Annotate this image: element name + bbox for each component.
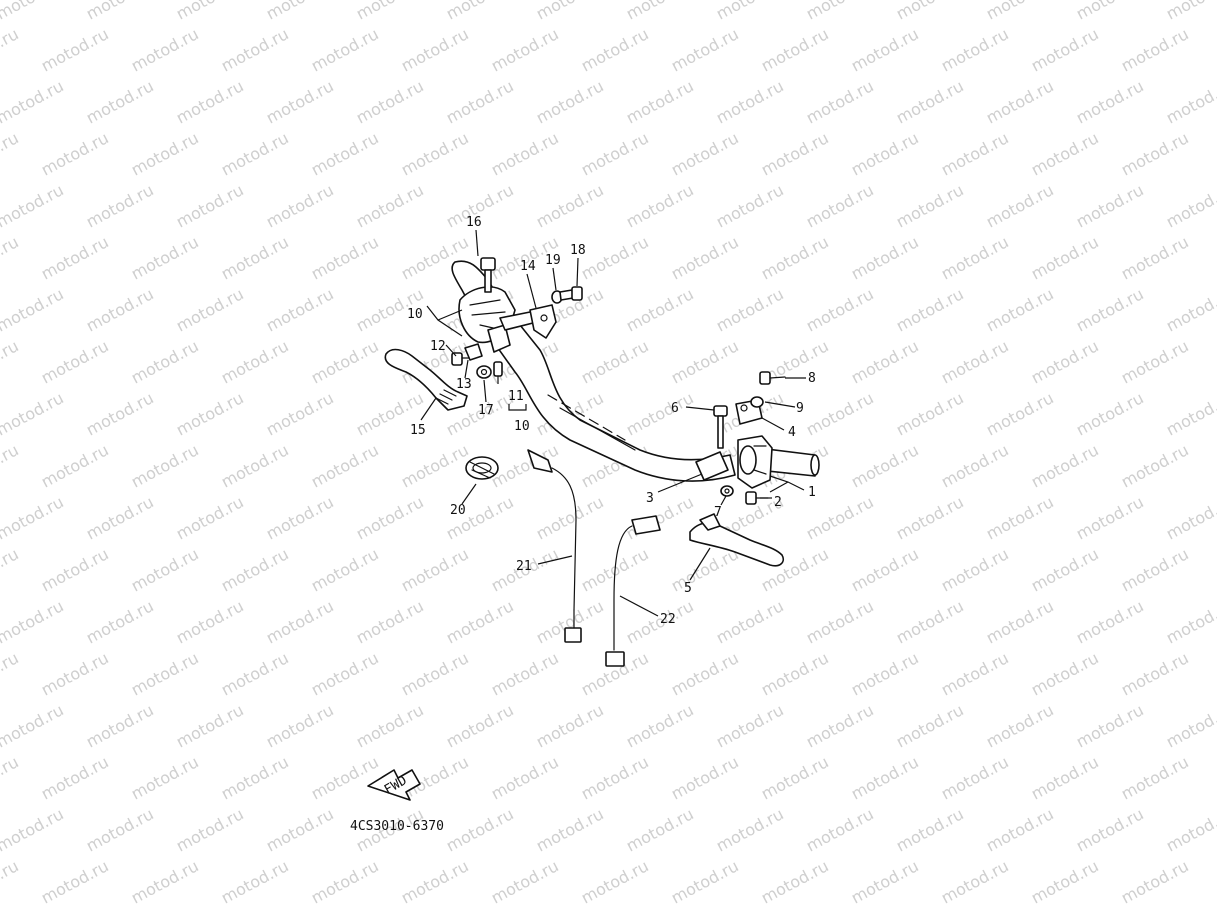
part-9-washer — [750, 396, 764, 408]
callout-14: 14 — [520, 259, 536, 274]
callout-8: 8 — [808, 371, 816, 386]
leader-lines — [420, 229, 806, 617]
fwd-arrow: FWD — [367, 769, 421, 801]
part-16-bolt — [480, 257, 496, 293]
callouts: 16 14 19 18 10 12 13 17 11 10 15 20 21 2… — [407, 215, 816, 627]
callout-7: 7 — [714, 505, 722, 520]
part-18-bolt — [559, 286, 583, 301]
callout-21: 21 — [516, 559, 532, 574]
callout-10-lower: 10 — [514, 419, 530, 434]
part-7-nut — [720, 485, 734, 497]
callout-22: 22 — [660, 612, 676, 627]
part-6-bolt — [713, 405, 728, 449]
part-12-screw — [451, 352, 471, 366]
part-22-switch-cable — [605, 515, 661, 667]
part-5-right-lever — [689, 513, 785, 567]
part-15-left-lever — [384, 348, 468, 411]
part-17-nut — [476, 365, 492, 379]
callout-17: 17 — [478, 403, 494, 418]
part-13-piece — [464, 343, 483, 361]
callout-6: 6 — [671, 401, 679, 416]
part-1-master-cylinder — [737, 435, 773, 489]
callout-1: 1 — [808, 485, 816, 500]
callout-13: 13 — [456, 377, 472, 392]
callout-18: 18 — [570, 243, 586, 258]
callout-10-upper: 10 — [407, 307, 423, 322]
callout-19: 19 — [545, 253, 561, 268]
callout-11: 11 — [508, 389, 524, 404]
part-11-pin — [493, 361, 503, 377]
callout-16: 16 — [466, 215, 482, 230]
diagram-code: 4CS3010-6370 — [350, 819, 444, 834]
part-21-switch-cable — [527, 449, 582, 643]
part-14-bracket — [529, 304, 557, 339]
callout-3: 3 — [646, 491, 654, 506]
callout-9: 9 — [796, 401, 804, 416]
callout-4: 4 — [788, 425, 796, 440]
callout-15: 15 — [410, 423, 426, 438]
callout-12: 12 — [430, 339, 446, 354]
callout-20: 20 — [450, 503, 466, 518]
part-8-screw — [759, 371, 786, 385]
callout-2: 2 — [774, 495, 782, 510]
callout-5: 5 — [684, 581, 692, 596]
part-20-clamp — [465, 456, 499, 480]
